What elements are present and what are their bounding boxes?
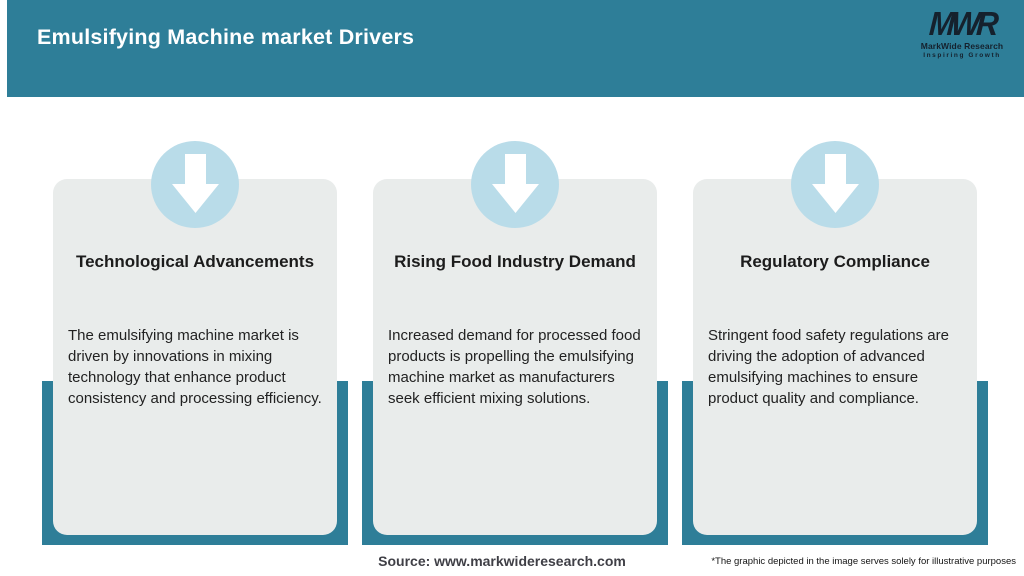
disclaimer-text: *The graphic depicted in the image serve… <box>711 556 1016 567</box>
driver-card-technological-advancements: Technological Advancements The emulsifyi… <box>53 179 337 535</box>
driver-card-regulatory-compliance: Regulatory Compliance Stringent food saf… <box>693 179 977 535</box>
card-description: Increased demand for processed food prod… <box>388 327 641 407</box>
header-bar: Emulsifying Machine market Drivers MWR M… <box>7 0 1024 97</box>
down-arrow-badge <box>471 141 559 228</box>
down-arrow-icon <box>171 154 219 213</box>
card-title: Technological Advancements <box>75 252 315 271</box>
logo-mwr-icon: MWR <box>928 4 996 43</box>
logo-tagline: Inspiring Growth <box>923 52 1001 59</box>
card-description: Stringent food safety regulations are dr… <box>708 327 949 407</box>
markwide-logo: MWR MarkWide Research Inspiring Growth <box>916 4 1008 59</box>
logo-company-name: MarkWide Research <box>920 41 1004 51</box>
down-arrow-badge <box>791 141 879 228</box>
down-arrow-icon <box>811 154 859 213</box>
page-title: Emulsifying Machine market Drivers <box>37 25 415 49</box>
card-title: Regulatory Compliance <box>740 252 930 271</box>
source-text: Source: www.markwideresearch.com <box>378 553 626 569</box>
down-arrow-icon <box>491 154 539 213</box>
driver-card-rising-food-industry-demand: Rising Food Industry Demand Increased de… <box>373 179 657 535</box>
down-arrow-badge <box>151 141 239 228</box>
card-title: Rising Food Industry Demand <box>394 252 636 271</box>
card-description: The emulsifying machine market is driven… <box>68 327 322 407</box>
